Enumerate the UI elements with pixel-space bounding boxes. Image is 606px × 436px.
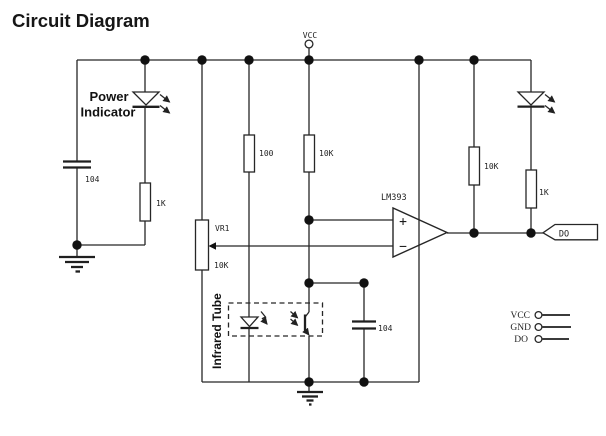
- lm393-label: LM393: [381, 193, 407, 203]
- phototransistor: [290, 310, 310, 336]
- minus-input-label: −: [399, 240, 407, 255]
- resistor-1k-output-value: 1K: [539, 188, 549, 197]
- pin-do: DO: [514, 334, 569, 345]
- capacitor-104-left-value: 104: [85, 175, 100, 184]
- resistor-10k-pullup-value: 10K: [484, 162, 499, 171]
- resistor-1k-output: 1K: [525, 169, 549, 209]
- comparator-triangle: [392, 206, 449, 259]
- pin-do-label: DO: [514, 335, 528, 345]
- ir-led: [239, 311, 268, 330]
- pin-vcc-label: VCC: [510, 311, 530, 321]
- vcc-terminal-circle: [304, 39, 314, 49]
- led-emission-arrow: [544, 93, 556, 103]
- vr1-potentiometer: VR1 10K: [194, 219, 230, 271]
- pin-do-circle: [534, 334, 543, 344]
- power-indicator-label-line2: Indicator: [81, 105, 136, 120]
- resistor-10k-sense: 10K: [303, 134, 334, 173]
- resistor-100-value: 100: [259, 149, 274, 158]
- power-indicator-label-line1: Power: [89, 89, 128, 104]
- output-led: [516, 91, 556, 114]
- vr1-wiper-arrow: [208, 242, 216, 250]
- led-emission-arrow: [544, 104, 556, 114]
- do-output-flag: DO: [541, 223, 599, 241]
- vcc-terminal-label: VCC: [303, 31, 318, 40]
- power-led: [131, 91, 171, 114]
- pin-gnd-label: GND: [510, 323, 531, 333]
- led-emission-arrow: [159, 93, 171, 103]
- vcc-terminal: VCC: [303, 31, 318, 49]
- pin-gnd-circle: [534, 322, 543, 332]
- ir-emission-bolt: [260, 311, 268, 325]
- resistor-1k-left: 1K: [139, 182, 166, 222]
- light-in-arrow: [290, 318, 299, 327]
- junction-dots: [72, 55, 536, 387]
- pin-header: VCC GND DO: [510, 310, 571, 345]
- capacitor-104-right: 104: [352, 320, 393, 333]
- resistor-10k-pullup: 10K: [468, 146, 499, 186]
- plus-input-label: +: [399, 215, 407, 230]
- lm393-comparator: LM393 + −: [381, 193, 449, 259]
- infrared-tube-module: Infrared Tube: [210, 293, 324, 369]
- infrared-tube-label: Infrared Tube: [210, 293, 224, 369]
- do-flag-label: DO: [559, 230, 569, 240]
- led-emission-arrow: [159, 104, 171, 114]
- vr1-value: 10K: [214, 261, 229, 270]
- pin-vcc: VCC: [510, 310, 570, 321]
- resistor-1k-left-value: 1K: [156, 199, 166, 208]
- vr1-name: VR1: [215, 224, 230, 233]
- resistor-100: 100: [243, 134, 274, 173]
- resistor-10k-sense-value: 10K: [319, 149, 334, 158]
- capacitor-104-right-value: 104: [378, 324, 393, 333]
- capacitor-104-left: 104: [63, 160, 100, 184]
- infrared-tube-box: [227, 302, 324, 337]
- pin-vcc-circle: [534, 310, 543, 320]
- pin-gnd: GND: [510, 322, 571, 333]
- light-in-arrow: [290, 310, 299, 319]
- page-title: Circuit Diagram: [12, 10, 150, 31]
